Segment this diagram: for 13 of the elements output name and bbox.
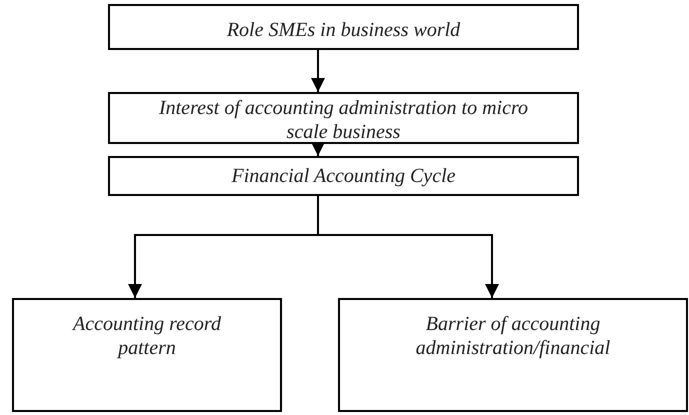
process-box <box>108 92 579 144</box>
process-box <box>12 298 282 412</box>
arrow <box>317 196 499 298</box>
arrow <box>311 142 325 156</box>
box-text: Accounting record pattern <box>71 312 222 360</box>
box-text: Financial Accounting Cycle <box>231 164 456 188</box>
process-box <box>108 156 579 196</box>
arrow <box>311 50 325 92</box>
box-text: Interest of accounting administration to micro scale business <box>158 96 530 144</box>
process-box <box>108 4 579 50</box>
box-text: Barrier of accounting administration/financial <box>414 312 612 360</box>
box-text: Role SMEs in business world <box>226 18 460 42</box>
process-box <box>338 298 688 412</box>
